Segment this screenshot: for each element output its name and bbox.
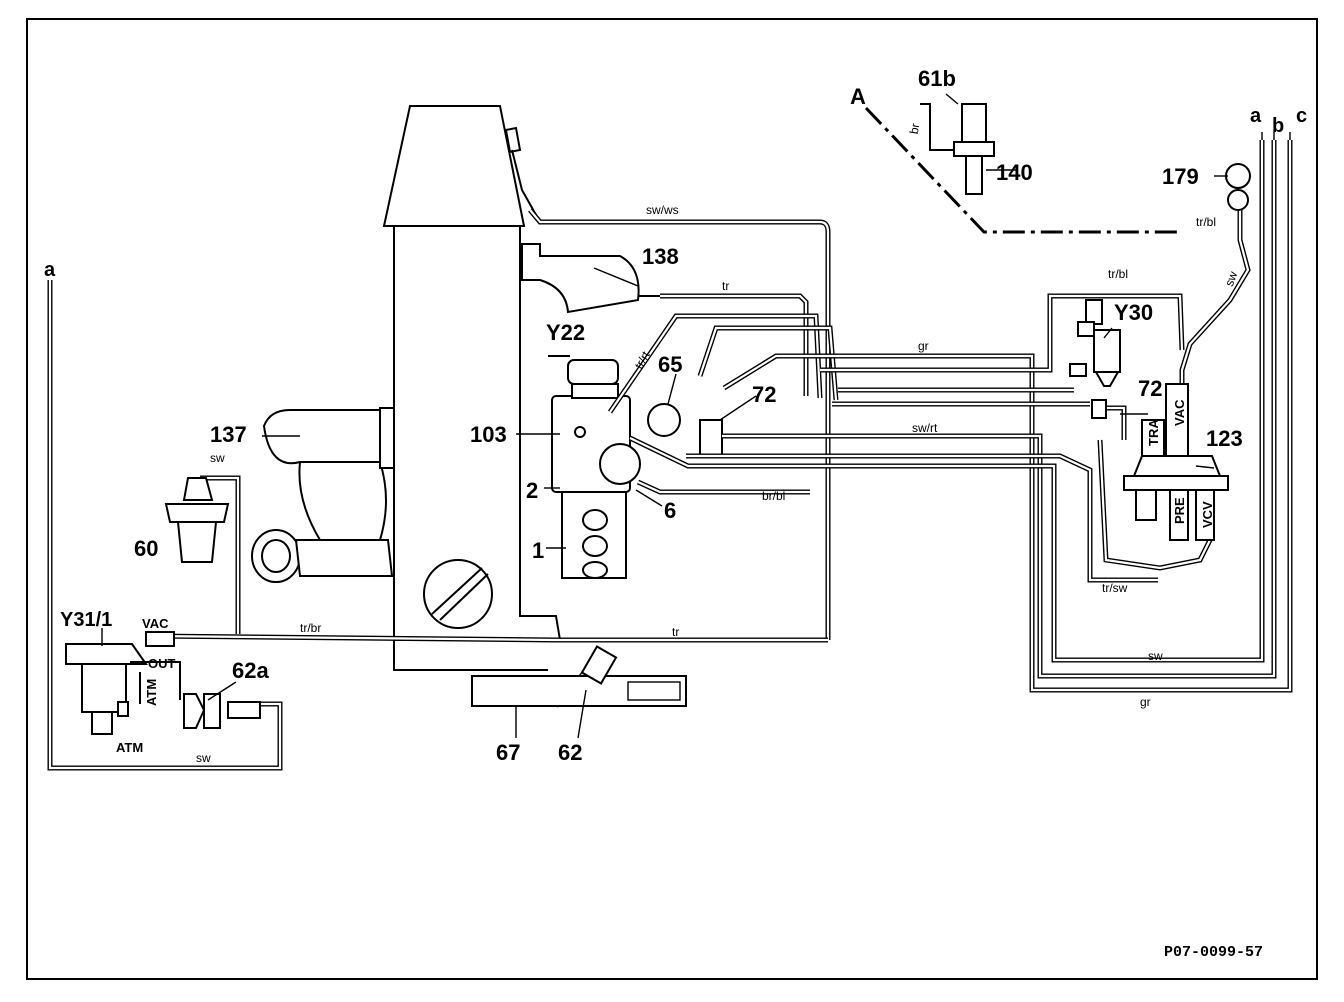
hose-label-sw-ws: sw/ws (646, 203, 679, 217)
hose-label-tr-bl-top: tr/bl (1108, 267, 1128, 281)
hose-label-sw-bottom-left: sw (196, 751, 211, 765)
port-label-tra-123: TRA (1146, 419, 1161, 446)
label-140: 140 (996, 160, 1033, 185)
port-label-vcv-123: VCV (1200, 501, 1215, 528)
label-72a: 72 (752, 382, 776, 407)
label-60: 60 (134, 536, 158, 561)
figure-reference: P07-0099-57 (1164, 944, 1263, 961)
label-edge-a-left: a (44, 259, 56, 281)
part-60 (164, 477, 230, 563)
label-62: 62 (558, 740, 582, 765)
edge-labels: a a b c (44, 105, 1307, 281)
part-140 (953, 103, 995, 195)
label-138: 138 (642, 244, 679, 269)
port-label-pre-123: PRE (1172, 497, 1187, 524)
port-label-atm-y31-bottom: ATM (116, 740, 143, 755)
part-y31-1 (65, 631, 181, 735)
hose-label-sw-179: sw (1222, 269, 1240, 288)
label-123: 123 (1206, 426, 1243, 451)
label-62a: 62a (232, 658, 269, 683)
hose-label-tr-br: tr/br (300, 621, 321, 635)
engine-block (382, 105, 562, 671)
part-179 (1225, 163, 1251, 211)
label-179: 179 (1162, 164, 1199, 189)
part-labels: 1 2 6 60 61b 62 62a 65 67 72 72 103 123 … (60, 66, 1243, 765)
edge-lines-right (1261, 132, 1291, 140)
port-label-vac-123: VAC (1172, 399, 1187, 426)
hose-labels: sw/ws tr tr/rt gr sw/rt br/bl tr/bl tr/b… (196, 122, 1240, 765)
leader-lines (101, 93, 1228, 739)
part-72-right (1091, 399, 1107, 419)
part-138 (521, 243, 660, 314)
label-y30: Y30 (1114, 300, 1153, 325)
hose-label-tr-sw: tr/sw (1102, 581, 1128, 595)
port-labels: VAC OUT ATM ATM TRA VAC PRE VCV (116, 399, 1215, 755)
hose-label-tr-top: tr (722, 279, 729, 293)
port-label-atm-y31-side: ATM (144, 679, 159, 706)
label-61b: 61b (918, 66, 956, 91)
line-a (864, 106, 1180, 234)
hose-label-sw-rt: sw/rt (912, 421, 938, 435)
label-y31-1: Y31/1 (60, 609, 112, 631)
port-label-out-y31: OUT (148, 656, 176, 671)
port-label-vac-y31: VAC (142, 616, 169, 631)
diagram-frame (26, 18, 1318, 980)
label-edge-c-right: c (1296, 105, 1307, 127)
hose-label-tr-bl-179: tr/bl (1196, 215, 1216, 229)
label-a-line: A (850, 84, 866, 109)
hose-label-br-bl: br/bl (762, 489, 785, 503)
label-65: 65 (658, 352, 682, 377)
label-103: 103 (470, 422, 507, 447)
part-y30 (1069, 299, 1121, 387)
hose-label-gr-bottom-right: gr (1140, 695, 1151, 709)
hose-label-sw-60: sw (210, 451, 225, 465)
label-67: 67 (496, 740, 520, 765)
hose-label-sw-bottom-right: sw (1148, 649, 1163, 663)
part-137 (251, 407, 395, 583)
label-1: 1 (532, 538, 544, 563)
hose-label-tr-bottom: tr (672, 625, 679, 639)
label-y22: Y22 (546, 320, 585, 345)
hose-label-br-61b: br (907, 122, 923, 135)
part-123 (1123, 383, 1229, 541)
hose-network (47, 103, 1293, 771)
part-62a (183, 693, 261, 729)
part-67 (471, 645, 687, 707)
label-137: 137 (210, 422, 247, 447)
label-72b: 72 (1138, 376, 1162, 401)
label-edge-b-right: b (1272, 115, 1284, 137)
label-6: 6 (664, 498, 676, 523)
throttle-housing (548, 355, 723, 579)
hose-label-gr-top: gr (918, 339, 929, 353)
label-2: 2 (526, 478, 538, 503)
label-edge-a-right: a (1250, 105, 1262, 127)
